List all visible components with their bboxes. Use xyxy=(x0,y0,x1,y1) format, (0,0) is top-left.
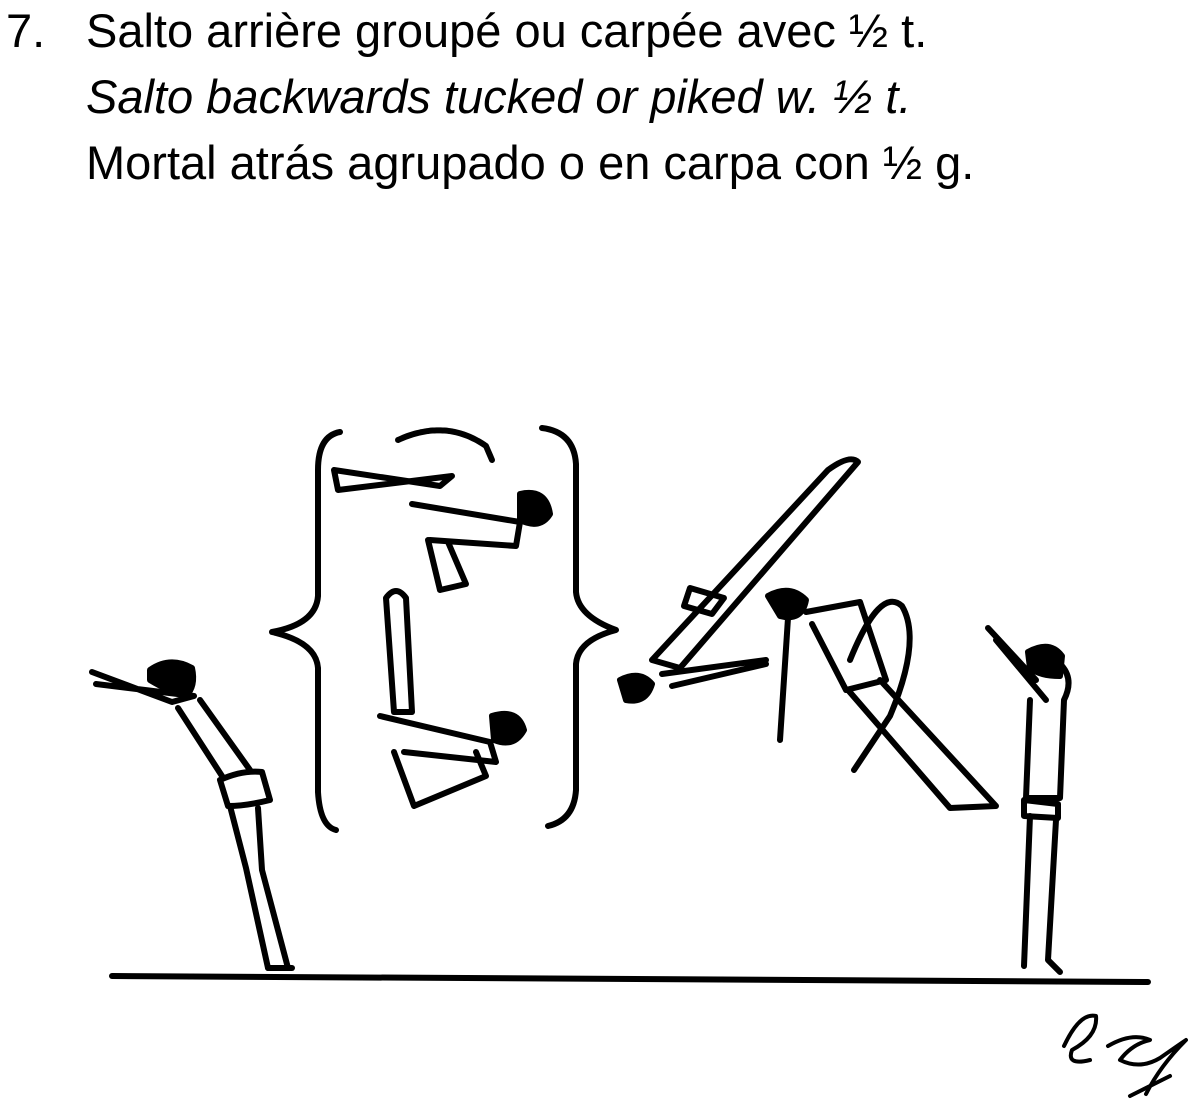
left-brace xyxy=(272,432,340,830)
floor-line xyxy=(112,976,1148,982)
gymnast-takeoff xyxy=(92,662,292,968)
right-brace xyxy=(542,428,616,826)
gymnast-tucked xyxy=(334,430,550,590)
signature-mark xyxy=(1064,1016,1186,1096)
gymnast-landing xyxy=(988,628,1069,972)
gymnast-half-turn xyxy=(620,459,996,808)
gymnast-piked xyxy=(380,591,524,806)
